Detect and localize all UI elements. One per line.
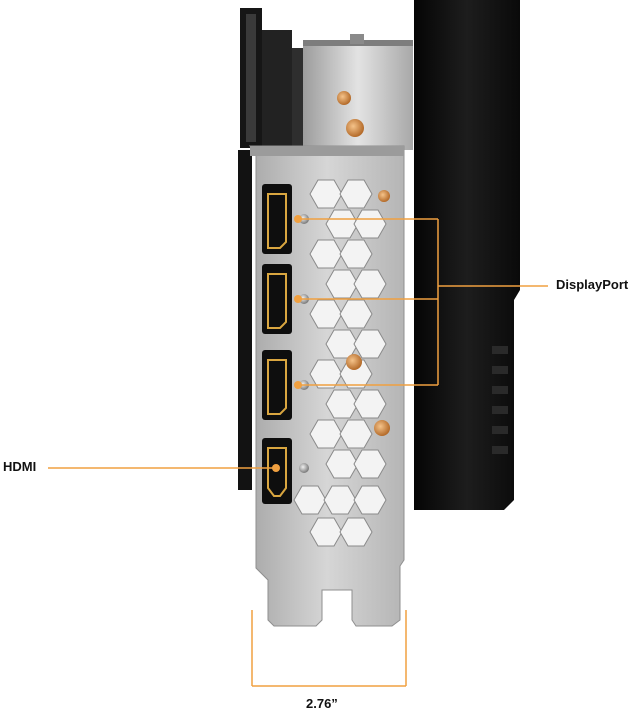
card-edge [238,150,252,490]
copper-screws [346,190,390,436]
vent-pattern [293,179,387,547]
displayport-label: DisplayPort [556,277,629,292]
heatsink-fins [240,8,306,148]
shroud [414,0,520,510]
width-label: 2.76” [306,696,338,711]
width-dimension-bracket [251,610,407,687]
cooling-block [303,34,413,150]
displayport-2 [262,264,309,334]
hdmi-label: HDMI [3,459,37,474]
hdmi-callout-line [48,464,280,472]
displayport-callout-lines [294,215,548,389]
